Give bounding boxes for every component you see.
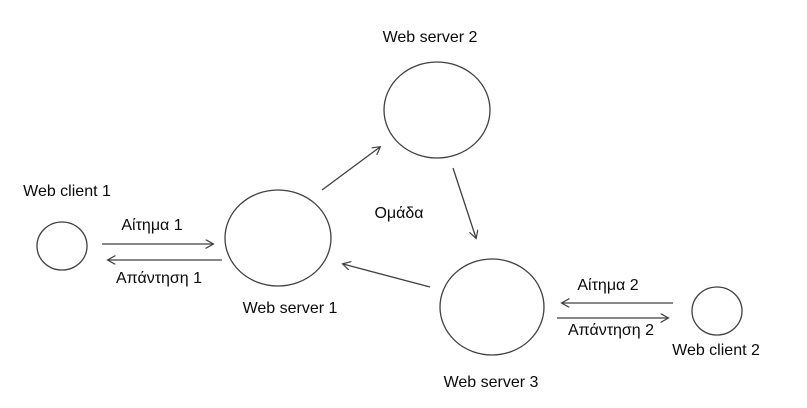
web-client-2-label: Web client 2 bbox=[672, 342, 760, 359]
edge-request-2-label: Αίτημα 2 bbox=[577, 277, 639, 294]
edge-response-1-label: Απάντηση 1 bbox=[115, 270, 203, 287]
web-client-2-circle bbox=[691, 286, 743, 336]
web-server-1-circle bbox=[224, 189, 332, 287]
edge-server2-to-server3-arrow bbox=[452, 167, 476, 238]
edge-response-2-label: Απάντηση 2 bbox=[567, 322, 655, 339]
web-client-1-circle bbox=[36, 221, 88, 271]
web-server-3-label: Web server 3 bbox=[443, 374, 539, 391]
edge-request-1-label: Αίτημα 1 bbox=[121, 217, 183, 234]
web-client-1-label: Web client 1 bbox=[23, 183, 111, 200]
group-label: Ομάδα bbox=[374, 205, 424, 222]
edge-server3-to-server1-arrow bbox=[343, 264, 431, 288]
web-server-3-circle bbox=[439, 258, 545, 356]
edge-server1-to-server2-arrow bbox=[321, 147, 380, 191]
web-server-2-label: Web server 2 bbox=[382, 29, 478, 46]
web-server-2-circle bbox=[383, 61, 491, 159]
web-server-1-label: Web server 1 bbox=[242, 300, 338, 317]
